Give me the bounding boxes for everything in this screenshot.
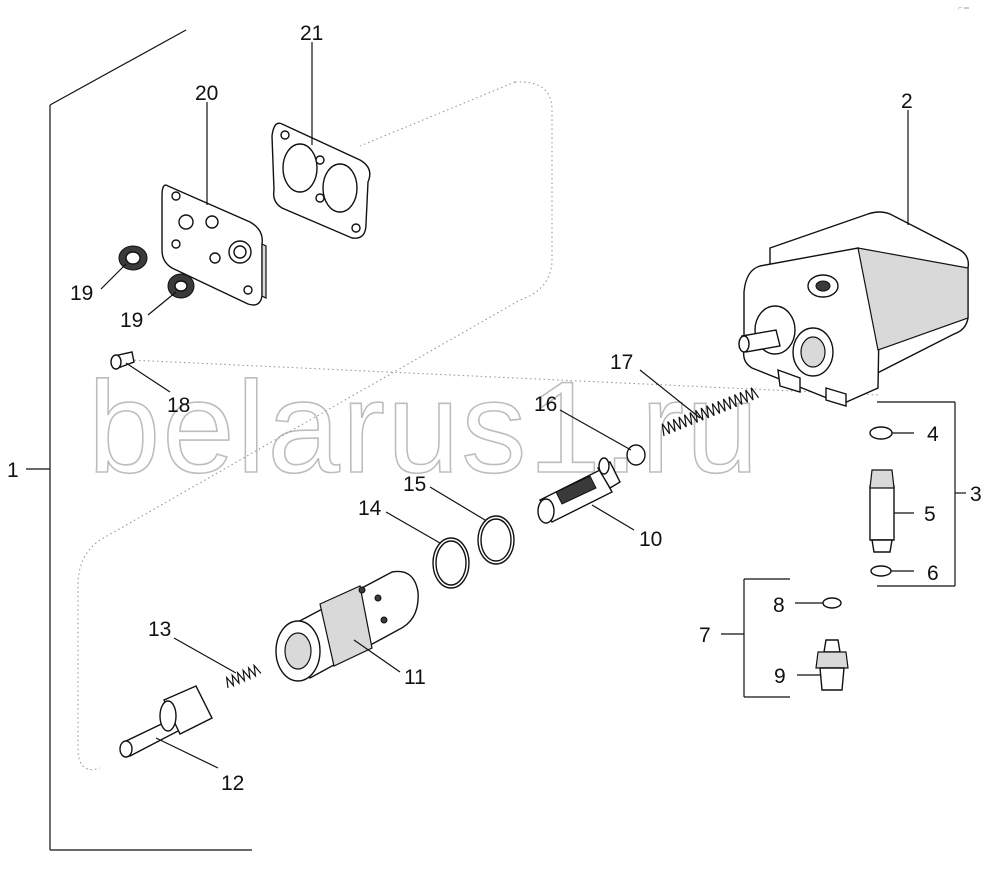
callout-9: 9 (774, 665, 786, 688)
part-10-spool (537, 457, 621, 524)
part-18-screw (110, 351, 135, 370)
part-4-o-ring (869, 426, 893, 440)
callout-19-lower: 19 (120, 309, 143, 332)
callout-7: 7 (699, 624, 711, 647)
leader-lines (100, 42, 914, 769)
part-16-o-ring (626, 444, 646, 466)
callout-18: 18 (167, 394, 190, 417)
group-bracket-7 (721, 578, 790, 698)
group-bracket-3 (877, 401, 966, 587)
callout-1: 1 (7, 459, 19, 482)
part-11-sleeve (275, 570, 419, 682)
callout-labels: 21 20 2 19 19 18 17 16 15 14 10 13 11 12… (7, 22, 982, 795)
callout-13: 13 (148, 618, 171, 641)
callout-12: 12 (221, 772, 244, 795)
part-14-o-ring (432, 537, 470, 589)
part-21-gasket (271, 122, 371, 239)
assembly-dotted-outline (77, 81, 553, 771)
callout-11: 11 (404, 666, 426, 689)
callout-21: 21 (300, 22, 323, 45)
corner-mark: ⌐ ═ (958, 5, 969, 12)
part-13-spring (225, 663, 262, 689)
callout-15: 15 (403, 473, 426, 496)
assembly-bracket-1 (26, 29, 252, 851)
callout-14: 14 (358, 497, 382, 520)
callout-17: 17 (610, 351, 633, 374)
callout-2: 2 (901, 90, 913, 113)
callout-16: 16 (534, 393, 557, 416)
part-19-seal-lower (167, 273, 195, 299)
part-5-fitting (869, 469, 895, 553)
callout-5: 5 (924, 503, 936, 526)
part-17-spring (661, 387, 760, 437)
callout-20: 20 (195, 82, 218, 105)
assembly-dotted-axis (129, 81, 881, 396)
callout-8: 8 (773, 594, 785, 617)
callout-3: 3 (970, 483, 982, 506)
callout-10: 10 (639, 528, 662, 551)
part-9-fitting (815, 639, 849, 691)
part-6-o-ring (870, 565, 892, 577)
callout-19-upper: 19 (70, 282, 93, 305)
callout-4: 4 (927, 423, 939, 446)
part-8-o-ring (822, 597, 842, 609)
watermark-text: belarus1.ru (88, 354, 760, 500)
part-2-housing (738, 211, 970, 407)
part-15-o-ring (477, 515, 515, 565)
part-12-plug (119, 685, 213, 758)
callout-6: 6 (927, 562, 939, 585)
